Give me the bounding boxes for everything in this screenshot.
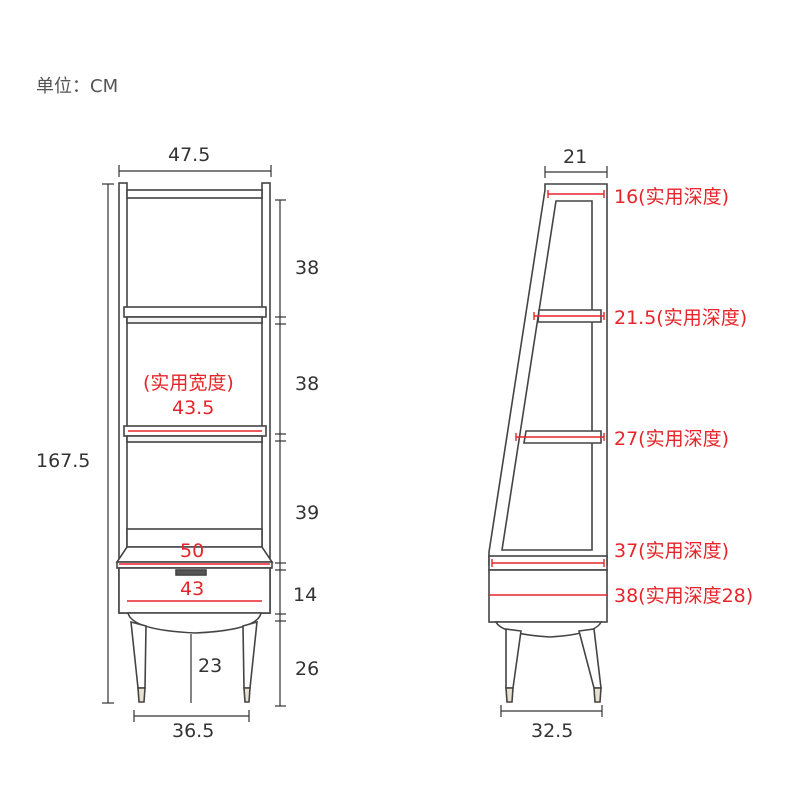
front-base bbox=[126, 612, 262, 634]
front-shelf-1 bbox=[123, 306, 267, 318]
front-shelf-2-back bbox=[126, 435, 263, 443]
front-drawer-handle bbox=[175, 569, 207, 576]
front-view bbox=[102, 165, 286, 722]
front-highlight-lines bbox=[119, 430, 270, 602]
front-right-leg-tip bbox=[243, 687, 251, 703]
front-right-leg bbox=[242, 620, 258, 689]
front-height-dimension bbox=[102, 183, 114, 704]
unit-label: 单位：CM bbox=[36, 76, 118, 97]
front-leg-inner-height: 23 bbox=[198, 655, 222, 677]
side-base bbox=[494, 621, 603, 638]
front-top-bar bbox=[126, 189, 263, 199]
front-left-leg bbox=[130, 620, 147, 689]
side-right-leg-tip bbox=[593, 687, 602, 703]
side-right-leg bbox=[577, 628, 602, 689]
front-leg-span-dimension bbox=[133, 710, 250, 722]
front-left-leg-tip bbox=[137, 687, 146, 703]
side-depth-label-1: 16(实用深度) bbox=[614, 186, 729, 208]
side-depth-label-4: 37(实用深度) bbox=[614, 540, 729, 562]
side-frame-opening bbox=[501, 200, 593, 551]
front-leg-span: 36.5 bbox=[172, 720, 214, 742]
side-base-dimension bbox=[500, 705, 603, 717]
side-top-dimension bbox=[544, 166, 608, 178]
front-drawer-inner-width: 43 bbox=[180, 578, 204, 600]
front-usable-width: 43.5 bbox=[172, 397, 214, 419]
side-depth-label-5: 38(实用深度28) bbox=[614, 585, 753, 607]
side-top-depth: 21 bbox=[563, 146, 587, 168]
front-segment-dimensions bbox=[275, 199, 286, 707]
side-left-leg-tip bbox=[505, 687, 514, 703]
front-drawer-strip bbox=[116, 561, 273, 569]
front-shelf-gap-2: 38 bbox=[295, 373, 319, 395]
front-drawer-top-width: 50 bbox=[180, 540, 204, 562]
side-depth-label-2: 21.5(实用深度) bbox=[614, 307, 747, 329]
front-shelf-gap-3: 39 bbox=[295, 502, 319, 524]
side-base-depth: 32.5 bbox=[531, 720, 573, 742]
front-shelf-gap-1: 38 bbox=[295, 257, 319, 279]
side-left-leg bbox=[505, 628, 522, 689]
front-shelf-1-back bbox=[126, 316, 263, 324]
side-view bbox=[488, 166, 608, 717]
side-cabinet-body bbox=[488, 569, 608, 623]
front-width-dimension bbox=[118, 165, 272, 177]
front-usable-width-caption: (实用宽度) bbox=[143, 372, 234, 394]
front-total-width: 47.5 bbox=[168, 144, 210, 166]
front-drawer-height: 14 bbox=[293, 584, 317, 606]
front-leg-height: 26 bbox=[295, 658, 319, 680]
side-highlight-lines bbox=[489, 190, 607, 596]
side-depth-label-3: 27(实用深度) bbox=[614, 428, 729, 450]
front-total-height: 167.5 bbox=[36, 450, 90, 472]
